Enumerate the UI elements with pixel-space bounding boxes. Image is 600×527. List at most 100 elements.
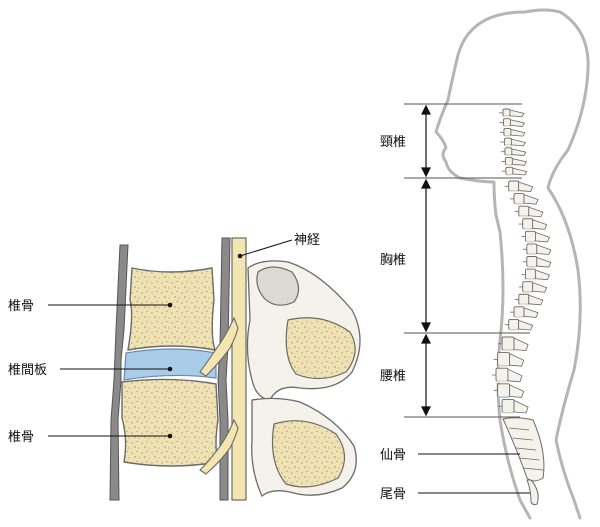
- label-vertebra-lower: 椎骨: [8, 430, 34, 445]
- vertebra-thoracic-12: [508, 318, 520, 330]
- spinous-process-lower: [271, 420, 346, 488]
- spinous-thoracic-9: [532, 282, 548, 293]
- vertebra-thoracic-8: [524, 268, 536, 280]
- disc-lumbar-3: [496, 381, 508, 383]
- spinous-cervical-6: [511, 158, 527, 166]
- spinous-lumbar-3: [507, 368, 523, 383]
- spinous-thoracic-4: [532, 219, 548, 230]
- spinous-cervical-4: [511, 138, 527, 147]
- vertebra-cervical-6: [504, 157, 513, 166]
- spinous-thoracic-3: [528, 206, 544, 218]
- label-lumbar: 腰椎: [380, 369, 406, 384]
- sacrum-segment-5: [523, 467, 544, 471]
- vertebra-thoracic-9: [522, 281, 534, 293]
- vertebra-thoracic-1: [508, 180, 520, 192]
- leader-dot-nerve: [237, 253, 243, 259]
- disc-thoracic-6: [527, 253, 537, 256]
- leader-dot-disc: [167, 366, 173, 372]
- body-outline: [434, 10, 590, 520]
- label-bg-thoracic: [378, 250, 418, 268]
- disc-cervical-7: [506, 174, 513, 176]
- spinous-thoracic-10: [528, 294, 544, 306]
- disc-thoracic-12: [509, 329, 519, 331]
- region-markers: 頸椎 胸椎 腰椎 仙骨 尾骨: [378, 103, 530, 502]
- disc-cervical-3: [504, 135, 511, 137]
- disc-thoracic-8: [525, 278, 535, 281]
- spinous-thoracic-7: [536, 256, 552, 268]
- spinous-lumbar-5: [513, 399, 529, 414]
- spinous-thoracic-2: [523, 194, 539, 205]
- arrowhead-lumbar-bottom: [421, 406, 431, 417]
- vertebra-cervical-2: [502, 118, 511, 127]
- label-sacrum: 仙骨: [380, 448, 406, 463]
- sacrum-bone: [502, 417, 545, 482]
- vertebra-cervical-5: [504, 147, 513, 156]
- spinous-thoracic-1: [518, 181, 534, 193]
- sacrum-segment-3: [516, 447, 537, 451]
- spinous-cervical-5: [511, 148, 527, 156]
- disc-thoracic-4: [523, 228, 533, 231]
- vertebra-thoracic-3: [518, 205, 530, 217]
- spinous-lumbar-4: [509, 384, 525, 398]
- label-disc: 椎間板: [8, 363, 47, 378]
- coccyx-bone: [526, 479, 539, 506]
- label-thoracic: 胸椎: [380, 253, 406, 268]
- spinous-thoracic-5: [535, 231, 550, 243]
- spinous-lumbar-1: [513, 337, 529, 352]
- sacrum-segment-2: [512, 437, 533, 441]
- leader-nerve: [239, 239, 293, 257]
- vertebra-cervical-3: [503, 127, 512, 137]
- arrowhead-lumbar-top: [421, 333, 431, 344]
- spinous-cervical-2: [510, 119, 526, 127]
- nerve-root-upper: [199, 316, 239, 377]
- sacrum-segment-4: [519, 457, 540, 461]
- nerve-root-lower: [199, 418, 239, 475]
- vertebra-closeup: 神経 椎骨 椎間板 椎骨: [8, 233, 361, 501]
- arrowhead-cervical-bottom: [421, 167, 431, 178]
- disc-thoracic-1: [509, 190, 519, 193]
- arrowhead-thoracic-bottom: [421, 322, 431, 333]
- vertebra-cervical-4: [503, 137, 512, 146]
- disc-thoracic-5: [525, 241, 535, 243]
- vertebra-thoracic-7: [526, 256, 538, 268]
- vertebra-lumbar-1: [501, 336, 515, 351]
- disc-lumbar-5: [502, 412, 514, 414]
- spinous-cervical-1: [509, 109, 525, 118]
- arrowhead-thoracic-top: [421, 178, 431, 189]
- disc-thoracic-7: [527, 266, 537, 268]
- spinous-thoracic-8: [535, 269, 550, 281]
- spinous-cervical-7: [512, 167, 528, 176]
- disc-thoracic-2: [514, 203, 524, 205]
- spinous-thoracic-6: [536, 244, 552, 255]
- label-bg-cervical: [378, 132, 418, 150]
- arrowhead-cervical-top: [421, 104, 431, 115]
- vertebra-lumbar-2: [497, 352, 511, 367]
- spinous-thoracic-11: [523, 307, 539, 318]
- vertebra-thoracic-6: [526, 243, 538, 255]
- body-silhouette: [434, 8, 590, 520]
- vertebra-thoracic-4: [522, 218, 534, 230]
- disc-cervical-2: [503, 125, 510, 128]
- disc-thoracic-3: [519, 215, 529, 218]
- vertebra-thoracic-10: [518, 293, 530, 305]
- label-vertebra-upper: 椎骨: [8, 299, 34, 314]
- spinous-process-upper: [285, 317, 356, 380]
- vertebra-lumbar-5: [501, 398, 515, 413]
- disc-cervical-6: [505, 164, 512, 166]
- spine-column: [492, 108, 552, 506]
- vertebra-cervical-7: [505, 166, 514, 175]
- label-nerve: 神経: [294, 233, 320, 248]
- disc-cervical-4: [504, 145, 511, 147]
- disc-lumbar-1: [502, 349, 514, 352]
- leader-dot-vertebra-lower: [167, 433, 173, 439]
- spinous-thoracic-12: [518, 319, 534, 331]
- spinous-cervical-3: [510, 128, 526, 137]
- disc-cervical-1: [503, 115, 510, 118]
- vertebral-body-lower: [121, 378, 219, 467]
- label-coccyx: 尾骨: [380, 487, 406, 502]
- label-cervical: 頸椎: [380, 135, 406, 150]
- disc-cervical-5: [505, 154, 512, 157]
- vertebra-thoracic-2: [513, 193, 525, 205]
